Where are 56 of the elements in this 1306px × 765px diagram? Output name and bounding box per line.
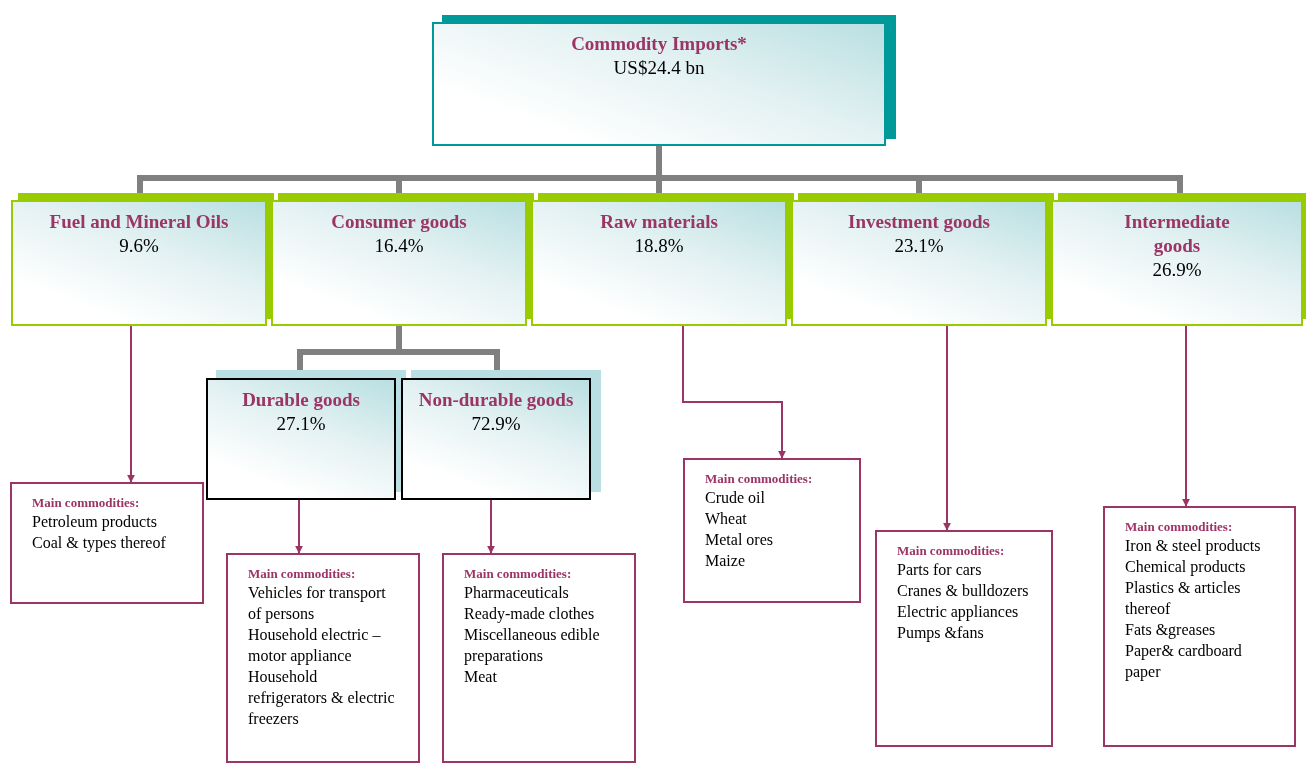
commodity-list-box [442, 553, 636, 763]
category-title: Commodity Imports* [570, 32, 748, 56]
commodity-list-box [683, 458, 861, 603]
commodity-item: Iron & steel products [1125, 536, 1262, 556]
list-heading: Main commodities: [1125, 518, 1234, 535]
arrow [943, 325, 951, 531]
list-heading: Main commodities: [705, 470, 814, 487]
percentage-value: 18.8% [633, 234, 685, 258]
commodity-item: Paper& cardboard paper [1125, 641, 1243, 682]
category-title: Raw materials [599, 210, 719, 234]
category-title: Investment goods [847, 210, 991, 234]
commodity-item: Maize [705, 551, 746, 571]
commodity-item: Chemical products [1125, 557, 1247, 577]
commodity-item: Crude oil [705, 488, 766, 508]
commodity-item: Wheat [705, 509, 748, 529]
arrow [127, 325, 135, 483]
category-title: Durable goods [241, 388, 361, 412]
list-heading: Main commodities: [897, 542, 1006, 559]
commodity-item: Meat [464, 667, 498, 687]
commodity-list-box [10, 482, 204, 604]
commodity-item: Electric appliances [897, 602, 1020, 622]
arrow [1182, 325, 1190, 507]
percentage-value: 9.6% [118, 234, 160, 258]
commodity-item: Petroleum products [32, 512, 158, 532]
commodity-item: Household electric – motor appliance [248, 625, 382, 666]
commodity-item: Fats &greases [1125, 620, 1217, 640]
list-heading: Main commodities: [32, 494, 141, 511]
percentage-value: US$24.4 bn [612, 56, 706, 80]
commodity-item: Ready-made clothes [464, 604, 596, 624]
category-title: Consumer goods [330, 210, 468, 234]
commodity-item: Metal ores [705, 530, 774, 550]
commodity-item: Vehicles for transport of persons [248, 583, 387, 624]
arrow [682, 325, 786, 459]
percentage-value: 16.4% [373, 234, 425, 258]
percentage-value: 72.9% [470, 412, 522, 436]
category-title: Fuel and Mineral Oils [48, 210, 230, 234]
commodity-list-box [875, 530, 1053, 747]
commodity-item: Household refrigerators & electric freezers [248, 667, 396, 729]
percentage-value: 27.1% [275, 412, 327, 436]
commodity-list-box [226, 553, 420, 763]
commodity-item: Cranes & bulldozers [897, 581, 1029, 601]
category-title: Non-durable goods [417, 388, 575, 412]
commodity-list-box [1103, 506, 1296, 747]
commodity-item: Plastics & articles thereof [1125, 578, 1242, 619]
list-heading: Main commodities: [248, 565, 357, 582]
arrow [295, 499, 303, 554]
arrow [487, 499, 495, 554]
commodity-item: Coal & types thereof [32, 533, 167, 553]
percentage-value: 26.9% [1151, 258, 1203, 282]
commodity-item: Pumps &fans [897, 623, 985, 643]
list-heading: Main commodities: [464, 565, 573, 582]
category-title: Intermediate goods [1123, 210, 1231, 258]
commodity-item: Pharmaceuticals [464, 583, 570, 603]
percentage-value: 23.1% [893, 234, 945, 258]
commodity-item: Parts for cars [897, 560, 983, 580]
commodity-item: Miscellaneous edible preparations [464, 625, 601, 666]
